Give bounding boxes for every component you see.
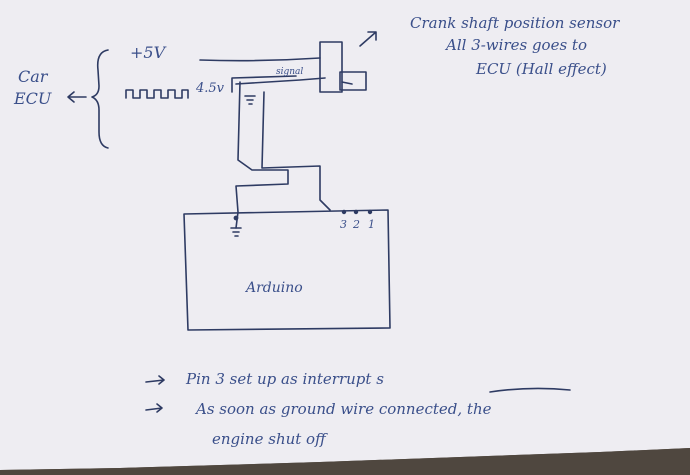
arduino-pin-1-label: 1 (368, 218, 375, 231)
sensor-body (319, 41, 343, 93)
supply-label: +5V (130, 43, 167, 62)
sensor-to-arduino-wire (261, 91, 331, 211)
sensor-arrow (359, 31, 377, 47)
note-line-1: Pin 3 set up as interrupt s (185, 370, 384, 388)
arduino-board (183, 209, 391, 331)
arduino-pin-2-dot (353, 209, 359, 215)
supply-line (199, 57, 321, 62)
ecu-arrow (67, 91, 87, 103)
ecu-brace (91, 49, 109, 149)
signal-line (235, 77, 326, 85)
sensor-mount (339, 71, 367, 91)
ecu-label-line1: Car (18, 67, 49, 86)
note-line-2: As soon as ground wire connected, the (194, 400, 492, 418)
note-line-3: engine shut off (212, 430, 328, 448)
note-scribble (489, 387, 571, 393)
arduino-label: Arduino (244, 280, 303, 296)
ground-wire (231, 75, 297, 229)
arduino-ground-pin (233, 215, 239, 221)
sensor-note-line1: Crank shaft position sensor (410, 14, 620, 32)
pulse-waveform (125, 89, 189, 99)
paper-shadow (0, 448, 690, 475)
sensor-note-line3: ECU (Hall effect) (475, 60, 607, 78)
pulse-level-label: 4.5v (195, 81, 225, 96)
signal-wire-label: signal (276, 67, 303, 77)
note-arrow-2 (145, 403, 163, 413)
arduino-pin-3-label: 3 (340, 218, 347, 231)
arduino-pin-1-dot (367, 209, 373, 215)
ground-symbol-arduino (230, 227, 242, 237)
ecu-label-line2: ECU (13, 89, 52, 108)
sensor-tip (341, 81, 353, 85)
sensor-note-line2: All 3-wires goes to (444, 36, 587, 54)
ground-symbol-sensor (244, 95, 256, 105)
arduino-pin-2-label: 2 (352, 218, 360, 231)
arduino-pin-3-dot (341, 209, 347, 215)
note-arrow-1 (145, 375, 165, 385)
